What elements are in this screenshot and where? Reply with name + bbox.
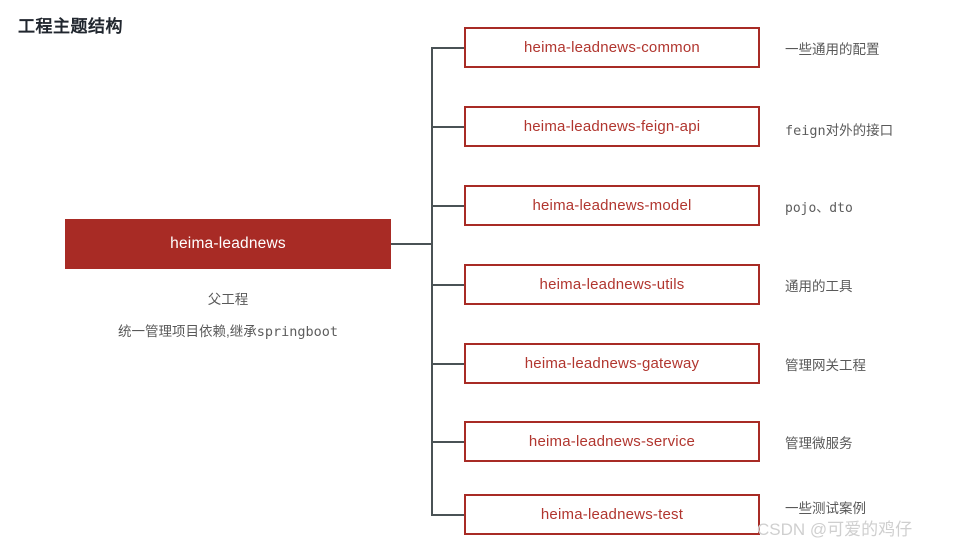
module-label: heima-leadnews-gateway [524, 355, 700, 372]
module-label: heima-leadnews-model [532, 197, 692, 214]
root-caption-dependency-note: 统一管理项目依赖,继承springboot [65, 320, 391, 340]
annotation-service: 管理微服务 [785, 432, 853, 452]
module-box-model[interactable]: heima-leadnews-model [464, 185, 760, 226]
annotation-text: pojo、dto [785, 201, 853, 216]
module-label: heima-leadnews-common [524, 39, 700, 56]
annotation-feign-api: feign对外的接口 [785, 119, 893, 139]
annotation-text: 一些通用的配置 [785, 42, 880, 57]
connector-branch-5 [431, 363, 465, 365]
connector-branch-1 [431, 47, 465, 49]
module-box-test[interactable]: heima-leadnews-test [464, 494, 760, 535]
module-label: heima-leadnews-service [528, 433, 696, 450]
connector-branch-2 [431, 126, 465, 128]
module-box-service[interactable]: heima-leadnews-service [464, 421, 760, 462]
root-node-heima-leadnews[interactable]: heima-leadnews [65, 219, 391, 269]
connector-trunk [431, 48, 433, 515]
root-caption-springboot: springboot [256, 324, 339, 340]
module-box-utils[interactable]: heima-leadnews-utils [464, 264, 760, 305]
module-box-common[interactable]: heima-leadnews-common [464, 27, 760, 68]
annotation-mono-prefix: feign [785, 123, 826, 139]
connector-branch-6 [431, 441, 465, 443]
module-label: heima-leadnews-feign-api [523, 118, 701, 135]
annotation-gateway: 管理网关工程 [785, 354, 866, 374]
annotation-common: 一些通用的配置 [785, 38, 880, 58]
root-caption-parent-project: 父工程 [207, 292, 249, 307]
module-label: heima-leadnews-utils [539, 276, 685, 293]
root-node-label: heima-leadnews [170, 235, 286, 252]
module-box-feign-api[interactable]: heima-leadnews-feign-api [464, 106, 760, 147]
connector-branch-4 [431, 284, 465, 286]
page-title: 工程主题结构 [18, 17, 123, 36]
annotation-text: 对外的接口 [825, 123, 894, 138]
module-label: heima-leadnews-test [540, 506, 684, 523]
annotation-test: 一些测试案例 [785, 497, 866, 517]
csdn-watermark: CSDN @可爱的鸡仔 [757, 520, 913, 539]
root-caption-text: 统一管理项目依赖,继承 [117, 324, 257, 339]
connector-branch-7 [431, 514, 465, 516]
annotation-model: pojo、dto [785, 197, 853, 216]
connector-branch-3 [431, 205, 465, 207]
annotation-text: 一些测试案例 [785, 501, 866, 516]
module-box-gateway[interactable]: heima-leadnews-gateway [464, 343, 760, 384]
annotation-text: 管理网关工程 [785, 358, 866, 373]
annotation-text: 通用的工具 [785, 279, 853, 294]
connector-root-stub [391, 243, 433, 245]
annotation-utils: 通用的工具 [785, 275, 853, 295]
annotation-text: 管理微服务 [785, 436, 853, 451]
